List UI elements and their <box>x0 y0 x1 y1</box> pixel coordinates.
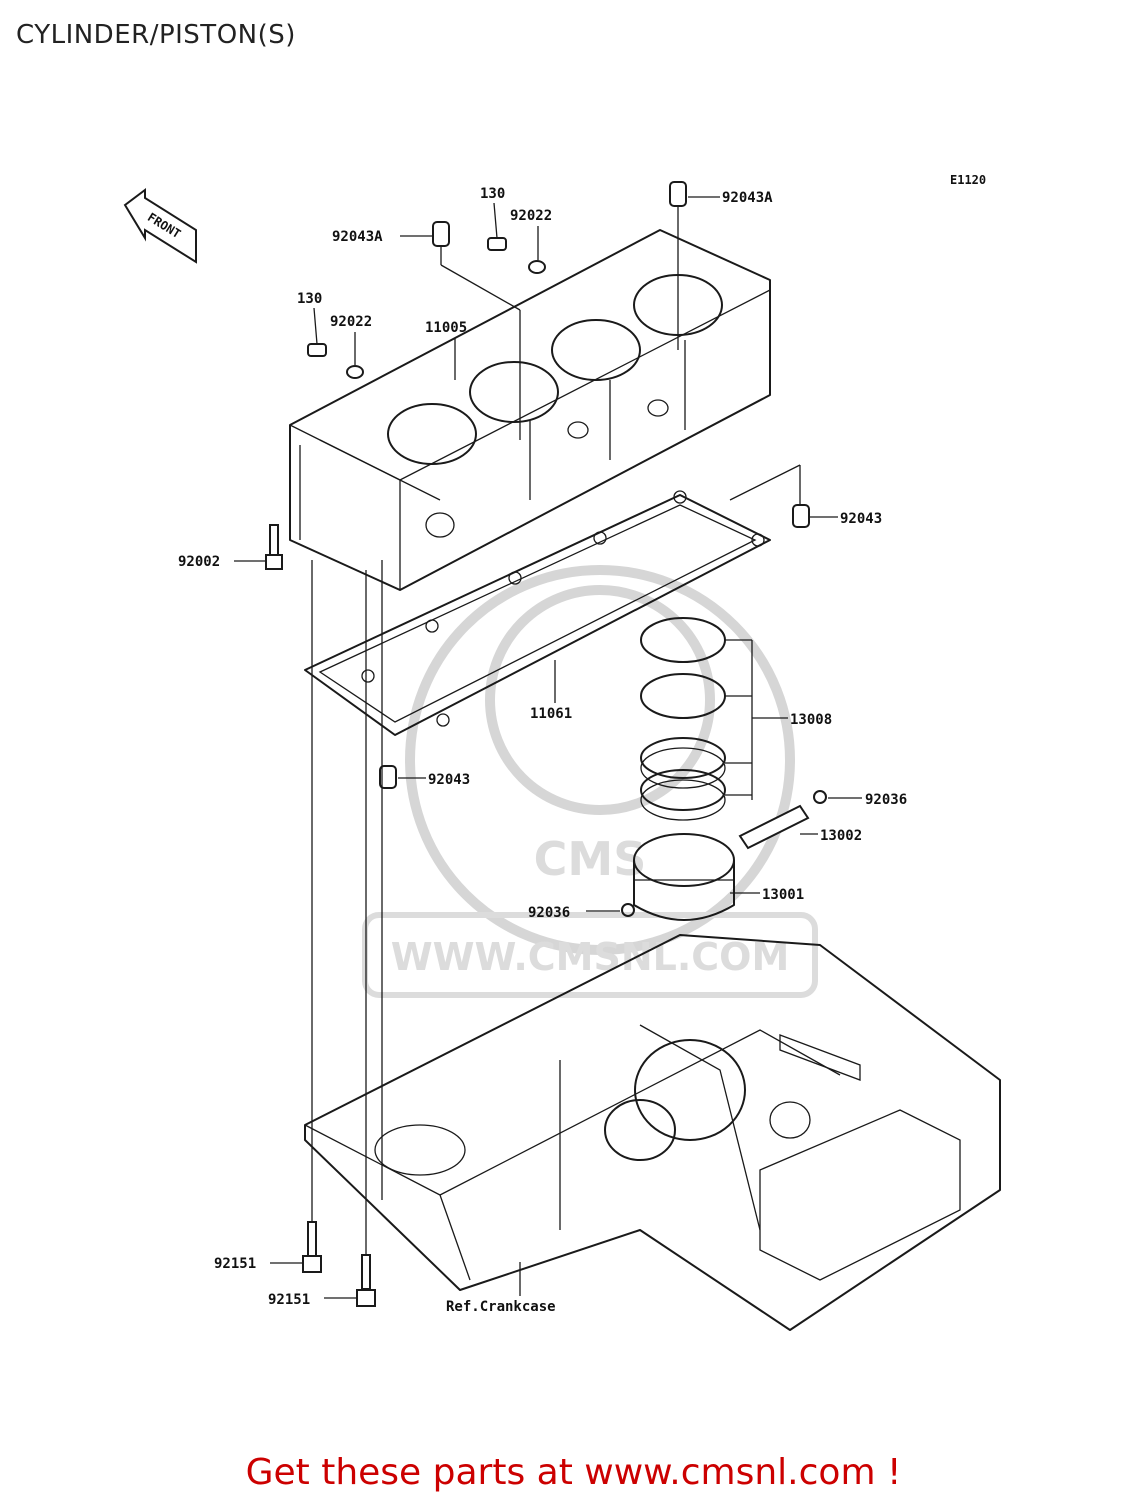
footer-promo-link[interactable]: Get these parts at www.cmsnl.com ! <box>245 1452 902 1493</box>
label-92043A-top: 92043A <box>722 190 773 206</box>
diagram-code: E1120 <box>950 173 986 187</box>
label-92022-left: 92022 <box>330 314 372 330</box>
label-11061: 11061 <box>530 706 572 722</box>
dowel-pin-right <box>792 504 810 528</box>
label-130-top: 130 <box>480 186 505 202</box>
bolt-130-top <box>487 237 546 274</box>
bolt-130-left <box>307 343 364 379</box>
label-ref-crankcase: Ref.Crankcase <box>446 1299 556 1315</box>
label-130-left: 130 <box>297 291 322 307</box>
bolt-92151-b <box>356 1254 376 1307</box>
label-92036-right: 92036 <box>865 792 907 808</box>
label-92043-right: 92043 <box>840 511 882 527</box>
label-13001: 13001 <box>762 887 804 903</box>
piston <box>633 833 735 921</box>
label-92043-lower: 92043 <box>428 772 470 788</box>
label-11005: 11005 <box>425 320 467 336</box>
dowel-pin-top <box>669 181 687 207</box>
leader-lines <box>311 206 801 1255</box>
label-92151-b: 92151 <box>268 1292 310 1308</box>
label-13008: 13008 <box>790 712 832 728</box>
cylinder-block <box>289 229 771 591</box>
label-13002: 13002 <box>820 828 862 844</box>
page-title: CYLINDER/PISTON(S) <box>16 20 296 50</box>
watermark-url: WWW.CMSNL.COM <box>391 935 790 979</box>
label-92151-a: 92151 <box>214 1256 256 1272</box>
bolt-92002 <box>265 524 283 570</box>
label-92036-left: 92036 <box>528 905 570 921</box>
dowel-pin-lower <box>379 765 397 789</box>
label-92043A-left: 92043A <box>332 229 383 245</box>
labels: 92043A 130 92022 92043A 130 92022 11005 … <box>178 186 907 1315</box>
label-92002: 92002 <box>178 554 220 570</box>
watermark-brand: CMS <box>534 832 647 886</box>
circlip-right <box>813 790 827 804</box>
label-92022-top: 92022 <box>510 208 552 224</box>
circlip-left <box>621 903 635 917</box>
piston-pin <box>738 804 810 850</box>
crankcase <box>304 934 1001 1331</box>
base-gasket <box>304 490 771 736</box>
bolt-92151-a <box>302 1221 322 1273</box>
cms-watermark: CMS WWW.CMSNL.COM <box>362 565 818 998</box>
front-arrow-icon: FRONT <box>123 188 197 264</box>
exploded-parts-diagram: CMS WWW.CMSNL.COM FRONT E1120 <box>123 173 1001 1331</box>
dowel-pin-left <box>432 221 450 247</box>
